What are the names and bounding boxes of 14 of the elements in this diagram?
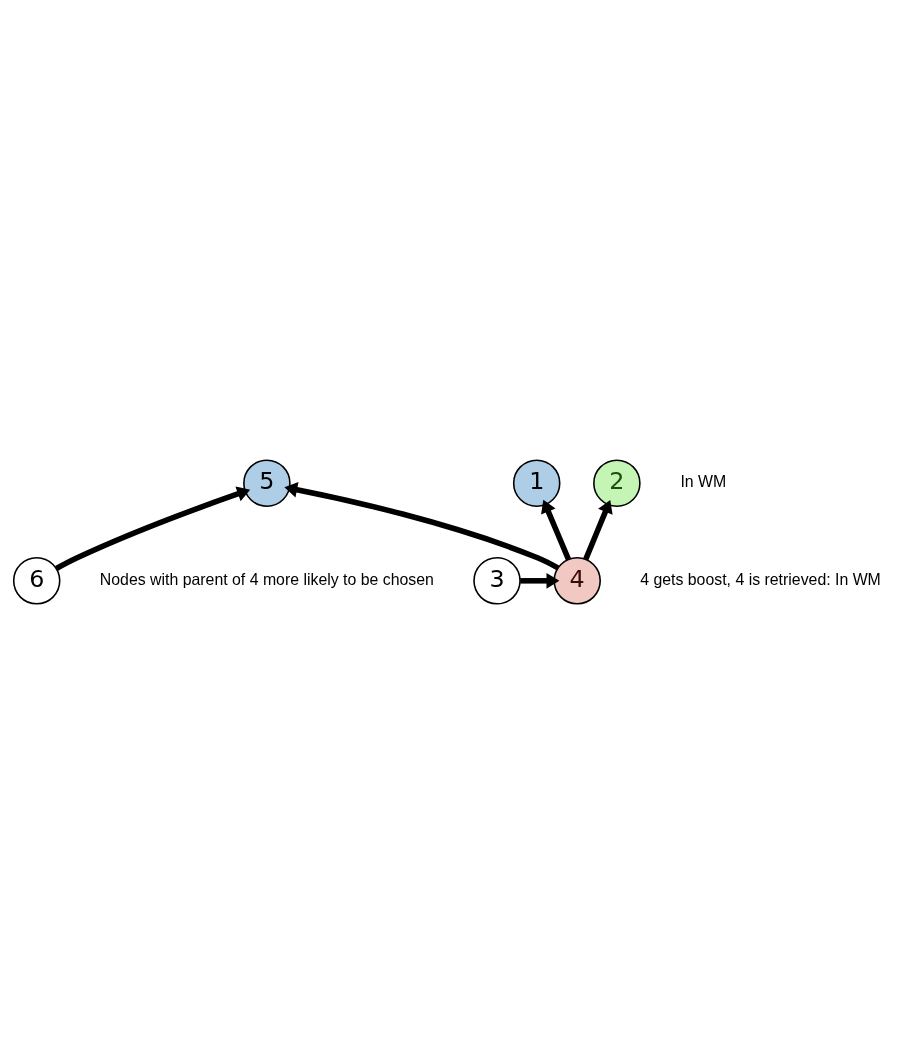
node-circle: 1 <box>512 459 561 507</box>
node-circle: 4 <box>553 557 601 605</box>
node-circle: 2 <box>593 459 641 507</box>
arrow <box>541 499 572 561</box>
label: Nodes with parent of 4 more likely to be chosen <box>99 570 434 588</box>
node-label: 4 gets boost, 4 is retrieved: In WM <box>640 570 881 588</box>
node-circle: 3 <box>473 557 521 605</box>
node-label: In WM <box>680 473 727 491</box>
node-circle: 5 <box>243 459 291 507</box>
arrow <box>583 499 613 561</box>
arrow <box>284 481 560 571</box>
arrow <box>520 572 560 589</box>
arrow <box>55 486 251 571</box>
node-circle: 6 <box>12 557 61 605</box>
